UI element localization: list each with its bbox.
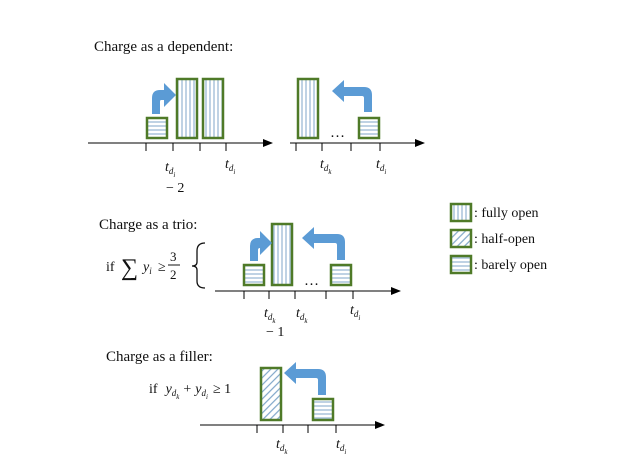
legend-swatch-fully-open xyxy=(449,202,473,223)
tick-label-minus: − 2 xyxy=(166,181,184,196)
left-curved-arrow-icon xyxy=(332,80,372,112)
fully-open-box xyxy=(175,77,199,140)
left-curved-arrow-icon xyxy=(302,227,345,260)
barely-open-box xyxy=(357,116,381,140)
section2-title: Charge as a trio: xyxy=(99,217,197,233)
tick-label: tdi xyxy=(376,157,386,176)
ellipsis: … xyxy=(330,125,345,141)
legend-label-fully-open: : fully open xyxy=(474,206,539,221)
fraction-denominator: 2 xyxy=(170,267,177,282)
section1-left-timeline: tdi − 2 tdi xyxy=(88,77,273,196)
barely-open-box xyxy=(145,116,169,140)
tick-label: tdi xyxy=(350,303,360,322)
fully-open-box xyxy=(201,77,225,140)
condition-geq: ≥ xyxy=(158,260,166,275)
section3-timeline: tdk tdi xyxy=(200,362,385,456)
legend-label-half-open: : half-open xyxy=(474,232,535,247)
legend-swatch-barely-open xyxy=(449,254,473,275)
barely-open-box xyxy=(242,263,266,287)
tick-label-minus: − 1 xyxy=(266,325,284,340)
legend: : fully open : half-open : barely open xyxy=(449,202,547,275)
tick-label: tdk xyxy=(264,306,276,325)
tick-label: tdi xyxy=(336,437,346,456)
right-curved-arrow-icon xyxy=(250,231,272,261)
fully-open-box xyxy=(270,222,294,287)
section1-title: Charge as a dependent: xyxy=(94,39,233,55)
fraction-numerator: 3 xyxy=(170,249,177,264)
section1-right-timeline: … tdk tdi xyxy=(290,77,425,176)
fully-open-box xyxy=(296,77,320,140)
legend-label-barely-open: : barely open xyxy=(474,258,547,273)
section2-timeline: … tdk − 1 tdk tdi xyxy=(215,222,401,340)
tick-label: tdk xyxy=(320,157,332,176)
left-brace xyxy=(191,242,206,289)
tick-label: tdi xyxy=(165,160,175,179)
legend-swatch-half-open xyxy=(449,228,473,249)
condition-if: if xyxy=(106,260,115,275)
barely-open-box xyxy=(329,263,353,287)
section3-title: Charge as a filler: xyxy=(106,349,213,365)
left-curved-arrow-icon xyxy=(284,362,326,395)
sum-symbol: ∑ xyxy=(121,255,138,281)
barely-open-box xyxy=(311,397,335,422)
tick-label: tdk xyxy=(296,306,308,325)
ellipsis: … xyxy=(304,273,319,289)
right-curved-arrow-icon xyxy=(152,83,176,114)
section2-condition: if ∑ yi ≥ 3 2 xyxy=(106,242,206,289)
tick-label: tdi xyxy=(225,157,235,176)
tick-label: tdk xyxy=(276,437,288,456)
condition-y: yi xyxy=(141,260,152,276)
half-open-box xyxy=(259,366,283,422)
